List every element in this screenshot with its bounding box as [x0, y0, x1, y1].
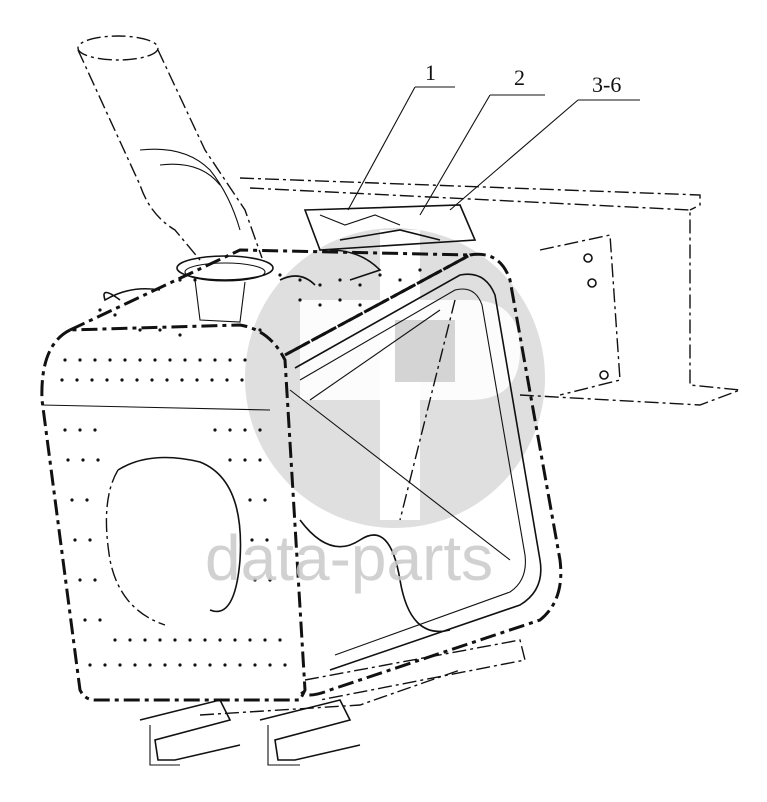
- watermark-logo: [245, 228, 545, 528]
- silencer-body: [284, 252, 563, 701]
- perforated-shield: [40, 248, 476, 702]
- callout-label-2: 2: [514, 65, 525, 90]
- mounting-bracket: [279, 204, 477, 286]
- watermark-text: data-parts: [205, 522, 493, 594]
- intake-pipe: [77, 35, 274, 323]
- leader-lines: [347, 86, 640, 216]
- callout-label-1: 1: [425, 60, 436, 85]
- callout-label-3-6: 3-6: [592, 72, 621, 97]
- support-brackets: [139, 669, 461, 766]
- frame-rail: [239, 177, 741, 406]
